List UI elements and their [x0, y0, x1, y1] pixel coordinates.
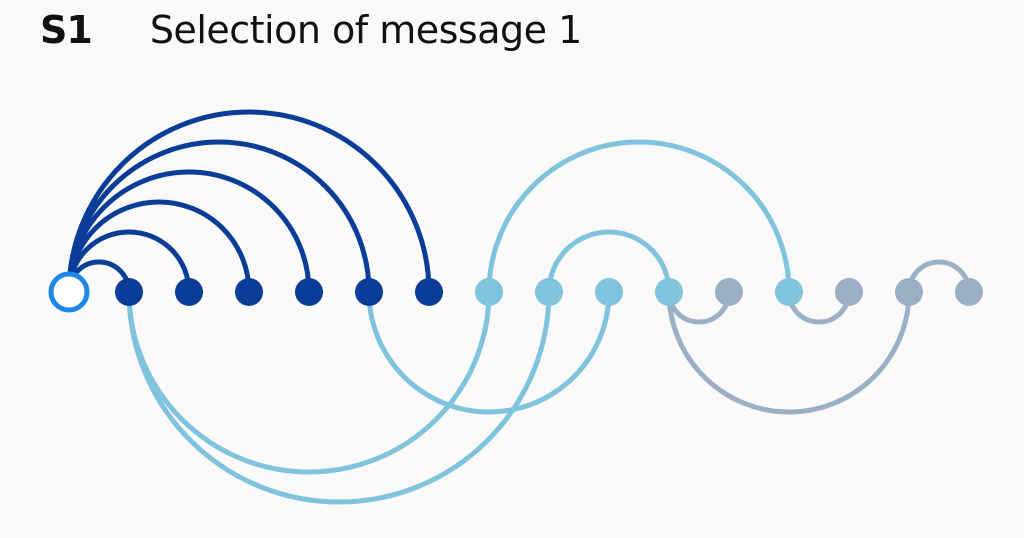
- node-1: [115, 278, 143, 306]
- node-15: [955, 278, 983, 306]
- origin-node: [48, 271, 90, 313]
- link-5-9: [366, 289, 612, 415]
- link-0-4: [66, 169, 312, 295]
- panel-label: S1: [40, 8, 93, 52]
- panel-title: Selection of message 1: [149, 8, 582, 52]
- node-6: [415, 278, 443, 306]
- link-7-12: [486, 139, 792, 295]
- node-14: [895, 278, 923, 306]
- panel-header: S1 Selection of message 1: [40, 8, 582, 68]
- node-10: [655, 278, 683, 306]
- node-5: [355, 278, 383, 306]
- node-2: [175, 278, 203, 306]
- node-8: [535, 278, 563, 306]
- links-layer: [66, 109, 972, 505]
- node-9: [595, 278, 623, 306]
- link-8-10: [546, 229, 672, 295]
- node-3: [235, 278, 263, 306]
- link-1-8: [126, 289, 552, 505]
- link-0-5: [66, 139, 372, 295]
- link-0-6: [66, 109, 432, 295]
- link-10-14: [666, 289, 912, 415]
- link-1-7: [126, 289, 492, 475]
- node-12: [775, 278, 803, 306]
- node-11: [715, 278, 743, 306]
- node-4: [295, 278, 323, 306]
- node-13: [835, 278, 863, 306]
- nodes-layer: [48, 271, 983, 313]
- node-7: [475, 278, 503, 306]
